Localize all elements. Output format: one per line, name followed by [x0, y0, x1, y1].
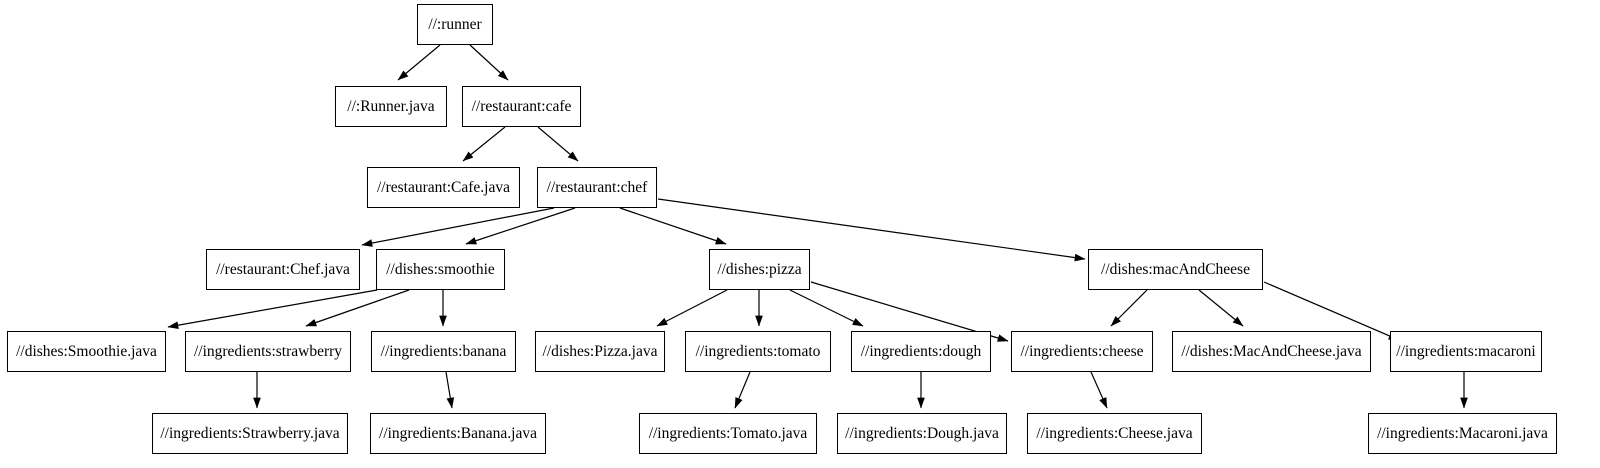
graph-node-restaurant_cafe[interactable]: //restaurant:cafe	[462, 86, 581, 127]
graph-node-label: //:Runner.java	[347, 97, 435, 115]
graph-node-ing_banana_java[interactable]: //ingredients:Banana.java	[370, 413, 546, 454]
graph-node-label: //ingredients:cheese	[1020, 342, 1144, 360]
graph-node-ing_tomato_java[interactable]: //ingredients:Tomato.java	[639, 413, 817, 454]
graph-edge-dishes_smoothie-to-dishes_smoothie_java	[167, 289, 378, 329]
graph-edge-restaurant_chef-to-dishes_smoothie	[465, 207, 576, 245]
graph-node-dishes_macandcheese[interactable]: //dishes:macAndCheese	[1088, 249, 1263, 290]
graph-node-label: //ingredients:dough	[860, 342, 982, 360]
graph-node-label: //dishes:Smoothie.java	[16, 342, 157, 360]
graph-node-restaurant_cafe_java[interactable]: //restaurant:Cafe.java	[367, 167, 520, 208]
graph-edge-restaurant_cafe-to-restaurant_cafe_java	[462, 126, 506, 162]
graph-node-runner[interactable]: //:runner	[417, 4, 493, 45]
graph-node-restaurant_chef_java[interactable]: //restaurant:Chef.java	[206, 249, 360, 290]
graph-node-ing_strawberry[interactable]: //ingredients:strawberry	[185, 331, 351, 372]
graph-node-label: //ingredients:macaroni	[1396, 342, 1536, 360]
graph-node-label: //dishes:MacAndCheese.java	[1181, 342, 1362, 360]
graph-node-dishes_smoothie_java[interactable]: //dishes:Smoothie.java	[7, 331, 166, 372]
graph-node-ing_dough[interactable]: //ingredients:dough	[851, 331, 991, 372]
graph-node-ing_dough_java[interactable]: //ingredients:Dough.java	[837, 413, 1007, 454]
graph-node-dishes_pizza_java[interactable]: //dishes:Pizza.java	[535, 331, 665, 372]
graph-node-dishes_pizza[interactable]: //dishes:pizza	[709, 249, 810, 290]
graph-edge-dishes_pizza-to-dishes_pizza_java	[656, 289, 728, 327]
graph-node-ing_strawberry_java[interactable]: //ingredients:Strawberry.java	[152, 413, 348, 454]
graph-node-label: //ingredients:tomato	[695, 342, 821, 360]
graph-node-dishes_smoothie[interactable]: //dishes:smoothie	[376, 249, 505, 290]
graph-edge-dishes_pizza-to-ing_dough	[789, 289, 864, 327]
graph-node-ing_tomato[interactable]: //ingredients:tomato	[685, 331, 831, 372]
graph-edge-dishes_macandcheese-to-dishes_macandcheese_java	[1198, 289, 1244, 327]
graph-node-runner_java[interactable]: //:Runner.java	[335, 86, 447, 127]
graph-node-label: //dishes:macAndCheese	[1101, 260, 1250, 278]
graph-node-label: //:runner	[428, 15, 482, 33]
graph-node-label: //ingredients:Strawberry.java	[160, 424, 340, 442]
graph-edge-ing_banana-to-ing_banana_java	[445, 371, 455, 409]
graph-node-restaurant_chef[interactable]: //restaurant:chef	[537, 167, 657, 208]
graph-node-label: //dishes:pizza	[717, 260, 802, 278]
graph-node-dishes_macandcheese_java[interactable]: //dishes:MacAndCheese.java	[1172, 331, 1371, 372]
graph-node-label: //restaurant:Chef.java	[216, 260, 350, 278]
graph-node-label: //ingredients:strawberry	[193, 342, 343, 360]
graph-node-ing_banana[interactable]: //ingredients:banana	[371, 331, 516, 372]
graph-node-label: //restaurant:cafe	[471, 97, 572, 115]
graph-node-label: //dishes:Pizza.java	[542, 342, 658, 360]
graph-edge-dishes_macandcheese-to-ing_cheese	[1110, 289, 1148, 327]
graph-edge-dishes_smoothie-to-ing_strawberry	[305, 289, 410, 327]
graph-node-label: //ingredients:Cheese.java	[1036, 424, 1193, 442]
graph-node-ing_cheese_java[interactable]: //ingredients:Cheese.java	[1027, 413, 1202, 454]
graph-edge-runner-to-restaurant_cafe	[469, 44, 509, 81]
graph-edge-restaurant_cafe-to-restaurant_chef	[537, 126, 579, 162]
graph-edge-ing_tomato-to-ing_tomato_java	[734, 371, 751, 409]
graph-node-label: //restaurant:chef	[546, 178, 648, 196]
graph-edge-ing_cheese-to-ing_cheese_java	[1090, 371, 1108, 409]
graph-node-label: //ingredients:Macaroni.java	[1377, 424, 1548, 442]
graph-node-ing_macaroni[interactable]: //ingredients:macaroni	[1390, 331, 1542, 372]
graph-node-ing_cheese[interactable]: //ingredients:cheese	[1011, 331, 1153, 372]
graph-node-label: //ingredients:banana	[380, 342, 507, 360]
graph-node-label: //ingredients:Banana.java	[379, 424, 537, 442]
graph-edge-restaurant_chef-to-restaurant_chef_java	[361, 207, 555, 247]
graph-node-label: //ingredients:Dough.java	[845, 424, 999, 442]
graph-edge-runner-to-runner_java	[397, 44, 441, 81]
graph-node-label: //dishes:smoothie	[386, 260, 495, 278]
graph-node-label: //ingredients:Tomato.java	[648, 424, 808, 442]
graph-node-ing_macaroni_java[interactable]: //ingredients:Macaroni.java	[1368, 413, 1557, 454]
graph-node-label: //restaurant:Cafe.java	[377, 178, 510, 196]
graph-edge-restaurant_chef-to-dishes_pizza	[619, 207, 727, 245]
